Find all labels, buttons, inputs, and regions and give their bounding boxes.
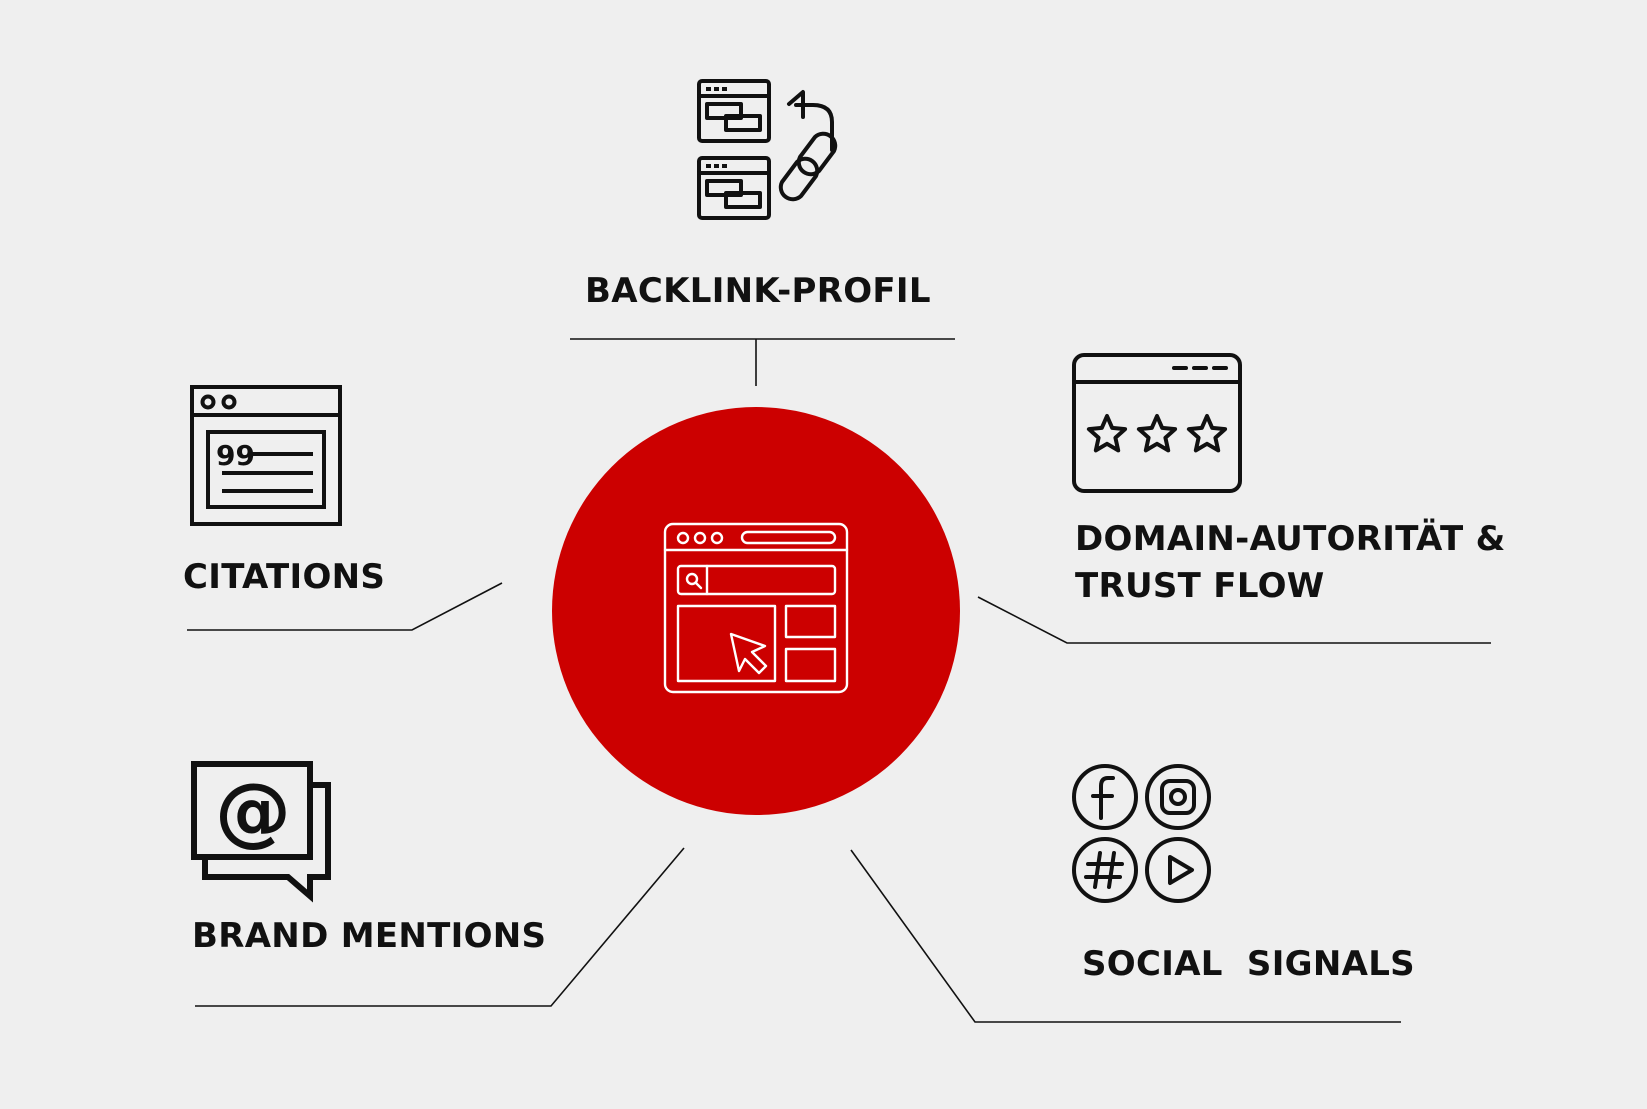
quote-browser-icon — [190, 385, 342, 526]
connector-social — [850, 849, 1401, 1023]
link-dots — [706, 87, 727, 168]
play-icon — [1168, 855, 1194, 885]
label-domain-authority-line-1: DOMAIN-AUTORITÄT & — [1075, 519, 1506, 559]
linked-pages-chain-icon — [697, 79, 838, 220]
label-domain-authority-line-2: TRUST FLOW — [1075, 566, 1325, 606]
instagram-icon — [1160, 779, 1196, 815]
social-media-icons-icon — [1072, 764, 1211, 903]
label-backlink-profil: BACKLINK-PROFIL — [585, 271, 931, 311]
connector-domain — [977, 596, 1491, 644]
at-sign-glyph: @ — [215, 766, 291, 855]
connector-brand — [195, 847, 685, 1007]
hashtag-icon — [1084, 851, 1124, 889]
label-brand-mentions: BRAND MENTIONS — [192, 916, 547, 956]
connector-citations — [187, 582, 503, 631]
browser-rating-stars-icon — [1072, 353, 1242, 493]
facebook-icon — [1091, 776, 1115, 820]
label-citations: CITATIONS — [183, 557, 386, 597]
center-circle — [552, 407, 960, 815]
at-sign-chat-icon — [191, 761, 331, 903]
quote-marks-glyph: 99 — [216, 439, 255, 472]
label-domain-authority: DOMAIN-AUTORITÄT & TRUST FLOW — [1075, 516, 1506, 610]
browser-window-search-cursor-icon — [663, 522, 849, 694]
label-social-signals: SOCIAL SIGNALS — [1082, 944, 1415, 984]
